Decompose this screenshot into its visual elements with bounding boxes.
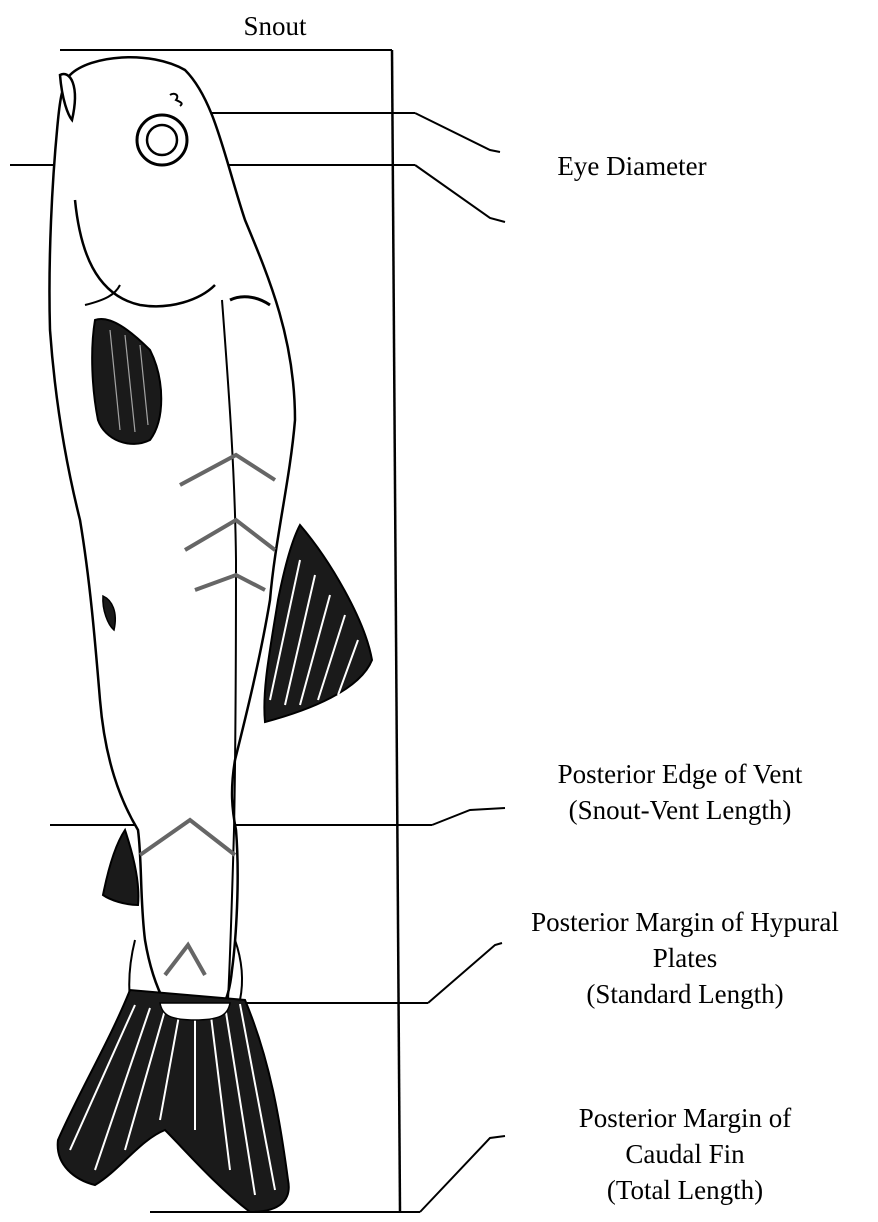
peduncle-right [235,940,242,1000]
hypural-base [160,1003,230,1020]
fish-body [49,57,295,1003]
dorsal-fin [264,525,372,722]
snout-label-text: Snout [200,8,350,44]
hypural-label-line3: (Standard Length) [490,976,878,1012]
caudal-label: Posterior Margin of Caudal Fin (Total Le… [520,1100,850,1208]
eye-diameter-label: Eye Diameter [512,148,752,184]
caudal-leader [420,1136,505,1212]
eye-diameter-label-text: Eye Diameter [512,148,752,184]
total-length-axis [392,50,400,1212]
hypural-label-line1: Posterior Margin of Hypural [490,904,878,940]
caudal-label-line1: Posterior Margin of [520,1100,850,1136]
eye-bottom-leader [415,165,505,222]
hypural-label-line2: Plates [490,940,878,976]
vent-label-line1: Posterior Edge of Vent [510,756,850,792]
vent-leader [432,808,505,825]
snout-label: Snout [200,8,350,44]
caudal-label-line2: Caudal Fin [520,1136,850,1172]
eye-top-leader [415,113,500,152]
hypural-label: Posterior Margin of Hypural Plates (Stan… [490,904,878,1012]
eye-inner [147,125,177,155]
vent-label-line2: (Snout-Vent Length) [510,792,850,828]
caudal-label-line3: (Total Length) [520,1172,850,1208]
anal-fin [103,830,138,905]
fish-body-outline [49,57,295,1003]
vent-label: Posterior Edge of Vent (Snout-Vent Lengt… [510,756,850,828]
